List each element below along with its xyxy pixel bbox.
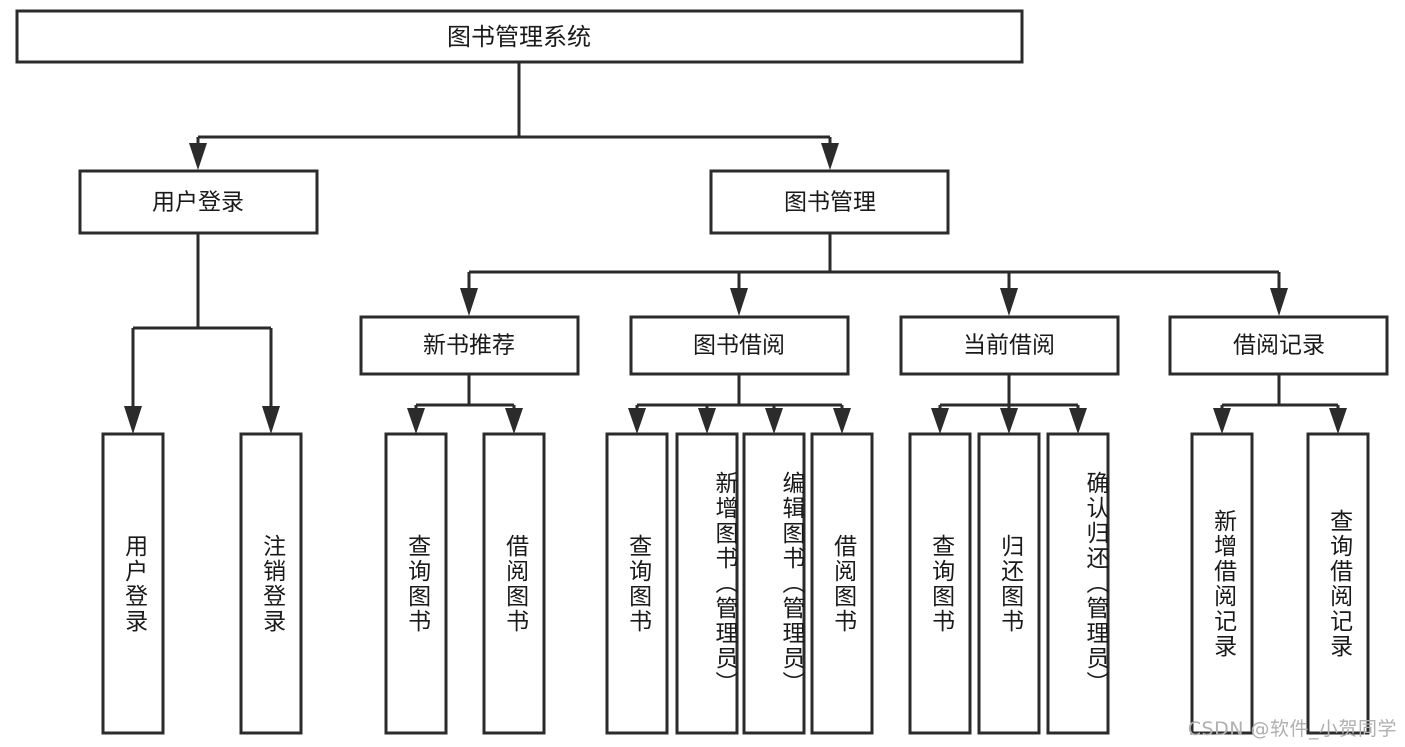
leaf-box-borrow-book-2[interactable] <box>810 432 874 735</box>
arrow-head-current-borrow <box>1000 288 1018 316</box>
arrow-head-leaf-add-book <box>698 408 716 434</box>
connector-root-to-level2 <box>189 62 839 170</box>
csdn-watermark: CSDN @软件_小贺同学 <box>1187 718 1397 740</box>
arrow-head-leaf-query-book-1 <box>407 408 425 434</box>
node-book-management[interactable]: 图书管理 <box>709 169 950 235</box>
leaf-box-add-book[interactable] <box>675 432 739 735</box>
arrow-head-borrow-record <box>1270 288 1288 316</box>
arrow-head-leaf-add-record <box>1213 408 1231 434</box>
arrow-head-leaf-return-book <box>1000 408 1018 434</box>
connector-current-borrow-to-leaves <box>931 374 1087 434</box>
leaf-box-borrow-book-1[interactable] <box>482 432 546 735</box>
arrow-head-book-borrow <box>730 288 748 316</box>
node-new-book-recommend-label: 新书推荐 <box>423 333 515 359</box>
arrow-head-book-management <box>821 143 839 170</box>
leaf-box-query-book-1[interactable] <box>384 432 448 735</box>
leaf-box-user-logout[interactable] <box>239 432 303 735</box>
node-new-book-recommend-box[interactable] <box>359 315 580 376</box>
node-borrow-record-label: 借阅记录 <box>1233 333 1325 359</box>
node-current-borrow-box[interactable] <box>899 315 1120 376</box>
leaf-box-return-book[interactable] <box>977 432 1041 735</box>
leaf-box-confirm-return[interactable] <box>1046 432 1110 735</box>
connector-book-borrow-to-leaves <box>628 374 851 434</box>
leaf-box-add-record[interactable] <box>1190 432 1254 735</box>
leaf-box-query-record[interactable] <box>1306 432 1370 735</box>
arrow-head-leaf-user-login <box>124 406 142 434</box>
node-user-login[interactable]: 用户登录 <box>78 169 319 235</box>
connector-borrow-record-to-leaves <box>1213 374 1347 434</box>
node-book-management-box[interactable] <box>709 169 950 235</box>
node-root-label: 图书管理系统 <box>447 23 591 51</box>
node-root[interactable]: 图书管理系统 <box>15 9 1024 64</box>
arrow-head-user-login <box>189 143 207 170</box>
node-current-borrow-label: 当前借阅 <box>963 333 1055 359</box>
connector-new-book-recommend-to-leaves <box>407 374 523 434</box>
node-book-borrow-box[interactable] <box>629 315 850 376</box>
node-root-box[interactable] <box>15 9 1024 64</box>
arrow-head-leaf-edit-book <box>765 408 783 434</box>
leaf-box-query-book-3[interactable] <box>908 432 972 735</box>
leaf-box-edit-book[interactable] <box>742 432 806 735</box>
arrow-head-leaf-user-logout <box>262 406 280 434</box>
node-new-book-recommend[interactable]: 新书推荐 <box>359 315 580 376</box>
node-borrow-record[interactable]: 借阅记录 <box>1168 315 1389 376</box>
arrow-head-leaf-borrow-book-2 <box>833 408 851 434</box>
arrow-head-leaf-confirm-return <box>1069 408 1087 434</box>
node-book-management-label: 图书管理 <box>784 190 876 216</box>
arrow-head-leaf-borrow-book-1 <box>505 408 523 434</box>
arrow-head-new-book-recommend <box>460 288 478 316</box>
arrow-head-leaf-query-record <box>1329 408 1347 434</box>
leaf-box-user-login[interactable] <box>101 432 165 735</box>
node-book-borrow-label: 图书借阅 <box>693 333 785 359</box>
connector-book-management-to-level3 <box>460 233 1288 316</box>
node-borrow-record-box[interactable] <box>1168 315 1389 376</box>
leaf-box-query-book-2[interactable] <box>605 432 669 735</box>
connector-user-login-to-leaves <box>124 233 280 434</box>
node-book-borrow[interactable]: 图书借阅 <box>629 315 850 376</box>
node-current-borrow[interactable]: 当前借阅 <box>899 315 1120 376</box>
arrow-head-leaf-query-book-2 <box>628 408 646 434</box>
arrow-head-leaf-query-book-3 <box>931 408 949 434</box>
node-user-login-label: 用户登录 <box>152 190 244 216</box>
